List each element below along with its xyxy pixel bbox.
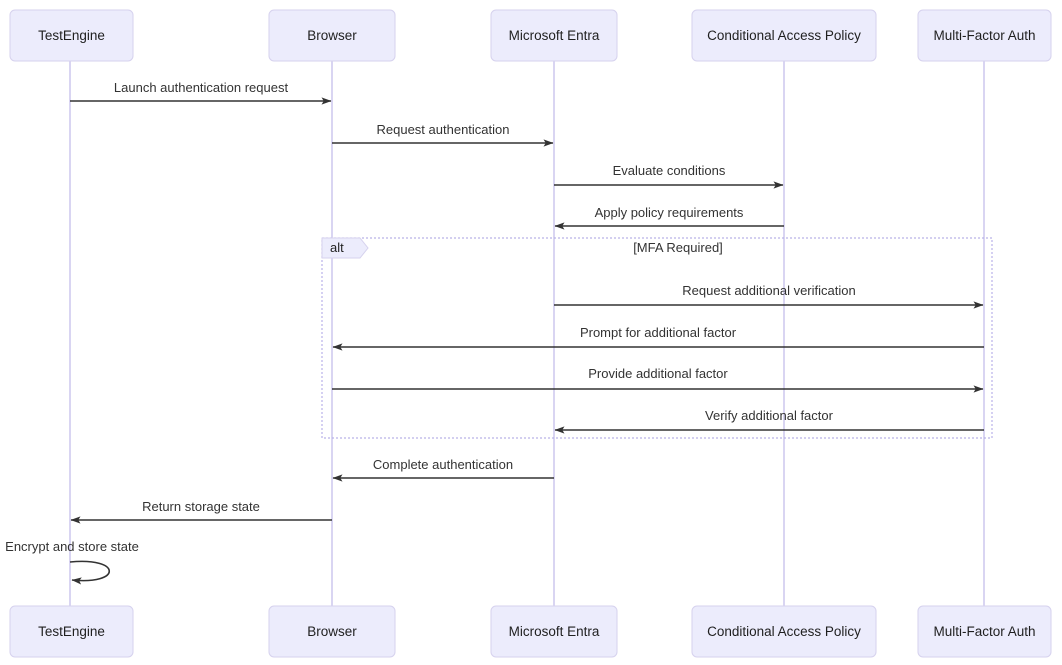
alt-fragment-border [321, 237, 993, 439]
participant-box[interactable] [9, 605, 134, 658]
participant-box[interactable] [917, 9, 1052, 62]
participants-top: TestEngine Browser Microsoft Entra Conditio… [9, 9, 1052, 62]
participant-box[interactable] [268, 605, 396, 658]
message-m9: Complete authentication [332, 457, 554, 482]
alt-keyword-tag [321, 237, 369, 259]
message-label: Complete authentication [373, 457, 513, 472]
message-label: Launch authentication request [114, 80, 289, 95]
participant-box[interactable] [691, 605, 877, 658]
lifelines-group [69, 61, 985, 606]
participant-mfa-top[interactable]: Multi-Factor Auth [917, 9, 1052, 62]
participant-label: Multi-Factor Auth [933, 624, 1035, 639]
self-message-loop [69, 560, 111, 585]
participant-label: Multi-Factor Auth [933, 28, 1035, 43]
alt-keyword-label: alt [330, 240, 344, 255]
participant-cap-bottom[interactable]: Conditional Access Policy [691, 605, 877, 658]
message-m2: Request authentication [332, 122, 554, 147]
participant-label: Microsoft Entra [509, 28, 600, 43]
participant-label: TestEngine [38, 28, 105, 43]
participant-entra-bottom[interactable]: Microsoft Entra [490, 605, 618, 658]
participant-box[interactable] [490, 605, 618, 658]
participant-label: Microsoft Entra [509, 624, 600, 639]
message-label: Provide additional factor [588, 366, 728, 381]
alt-condition-label: [MFA Required] [633, 240, 723, 255]
message-label: Verify additional factor [705, 408, 834, 423]
message-label: Return storage state [142, 499, 260, 514]
participant-label: Browser [307, 28, 357, 43]
message-m3: Evaluate conditions [554, 163, 784, 189]
participant-label: Conditional Access Policy [707, 624, 861, 639]
message-m8: Verify additional factor [554, 408, 984, 434]
participant-box[interactable] [490, 9, 618, 62]
participant-box[interactable] [9, 9, 134, 62]
message-m5: Request additional verification [554, 283, 984, 309]
self-message-group: Encrypt and store state [5, 539, 139, 585]
message-label: Apply policy requirements [595, 205, 744, 220]
message-m7: Provide additional factor [332, 366, 984, 393]
participants-bottom: TestEngine Browser Microsoft Entra Conditio… [9, 605, 1052, 658]
participant-label: TestEngine [38, 624, 105, 639]
participant-cap-top[interactable]: Conditional Access Policy [691, 9, 877, 62]
participant-box[interactable] [917, 605, 1052, 658]
participant-box[interactable] [691, 9, 877, 62]
message-label: Request additional verification [682, 283, 855, 298]
message-m1: Launch authentication request [70, 80, 332, 105]
participant-mfa-bottom[interactable]: Multi-Factor Auth [917, 605, 1052, 658]
participant-browser-bottom[interactable]: Browser [268, 605, 396, 658]
participant-testengine-top[interactable]: TestEngine [9, 9, 134, 62]
message-m10: Return storage state [70, 499, 332, 524]
participant-testengine-bottom[interactable]: TestEngine [9, 605, 134, 658]
message-label: Evaluate conditions [613, 163, 726, 178]
participant-entra-top[interactable]: Microsoft Entra [490, 9, 618, 62]
alt-fragment: alt [MFA Required] [321, 237, 993, 439]
participant-label: Browser [307, 624, 357, 639]
self-message-label: Encrypt and store state [5, 539, 139, 554]
participant-box[interactable] [268, 9, 396, 62]
participant-browser-top[interactable]: Browser [268, 9, 396, 62]
message-m4: Apply policy requirements [554, 205, 784, 230]
participant-label: Conditional Access Policy [707, 28, 861, 43]
message-label: Request authentication [377, 122, 510, 137]
message-label: Prompt for additional factor [580, 325, 737, 340]
message-m6: Prompt for additional factor [332, 325, 984, 351]
